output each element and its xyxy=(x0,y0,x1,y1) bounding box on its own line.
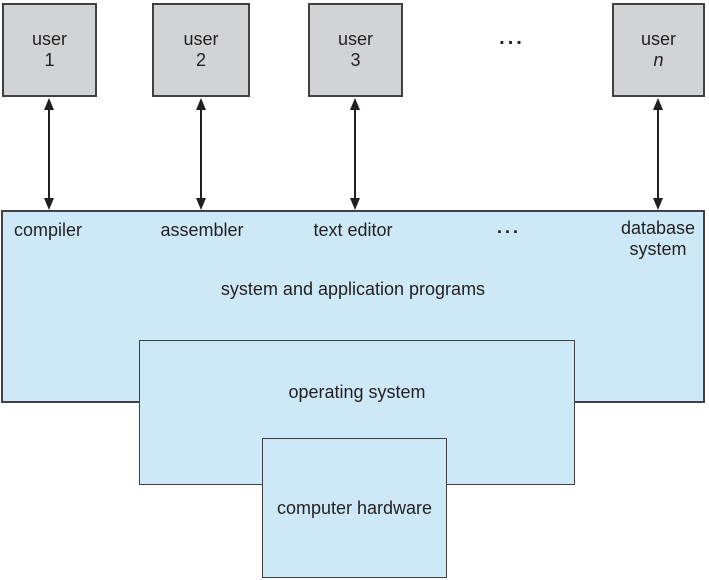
compiler-label: compiler xyxy=(14,220,83,240)
arrow-user2-programs xyxy=(196,98,206,210)
programs-layer-title: system and application programs xyxy=(220,279,486,299)
operating-system-title: operating system xyxy=(288,382,426,402)
user-2-id: 2 xyxy=(195,50,206,70)
user-n-word: user xyxy=(640,29,676,49)
arrow-user1-programs xyxy=(44,98,54,210)
database-line1: database xyxy=(620,218,696,238)
user-1-box: user 1 xyxy=(2,3,97,97)
user-1-word: user xyxy=(31,29,67,49)
programs-layer-box: compiler assembler text editor ... datab… xyxy=(1,210,705,485)
ellipsis-users: ... xyxy=(499,27,525,49)
user-2-word: user xyxy=(183,29,219,49)
text-editor-label: text editor xyxy=(313,220,393,240)
user-3-word: user xyxy=(337,29,373,49)
computer-hardware-box: computer hardware xyxy=(262,438,447,578)
user-1-id: 1 xyxy=(44,50,55,70)
database-system-label: database system xyxy=(621,218,695,260)
ellipsis-programs: ... xyxy=(496,217,522,237)
user-n-id: n xyxy=(653,50,664,70)
user-2-box: user 2 xyxy=(152,3,250,97)
assembler-label: assembler xyxy=(160,220,244,240)
user-n-box: user n xyxy=(612,3,705,97)
user-3-id: 3 xyxy=(350,50,361,70)
user-3-box: user 3 xyxy=(308,3,403,97)
arrow-usern-programs xyxy=(653,98,663,210)
database-line2: system xyxy=(629,239,687,259)
arrow-user3-programs xyxy=(350,98,360,210)
computer-hardware-title: computer hardware xyxy=(276,497,433,518)
